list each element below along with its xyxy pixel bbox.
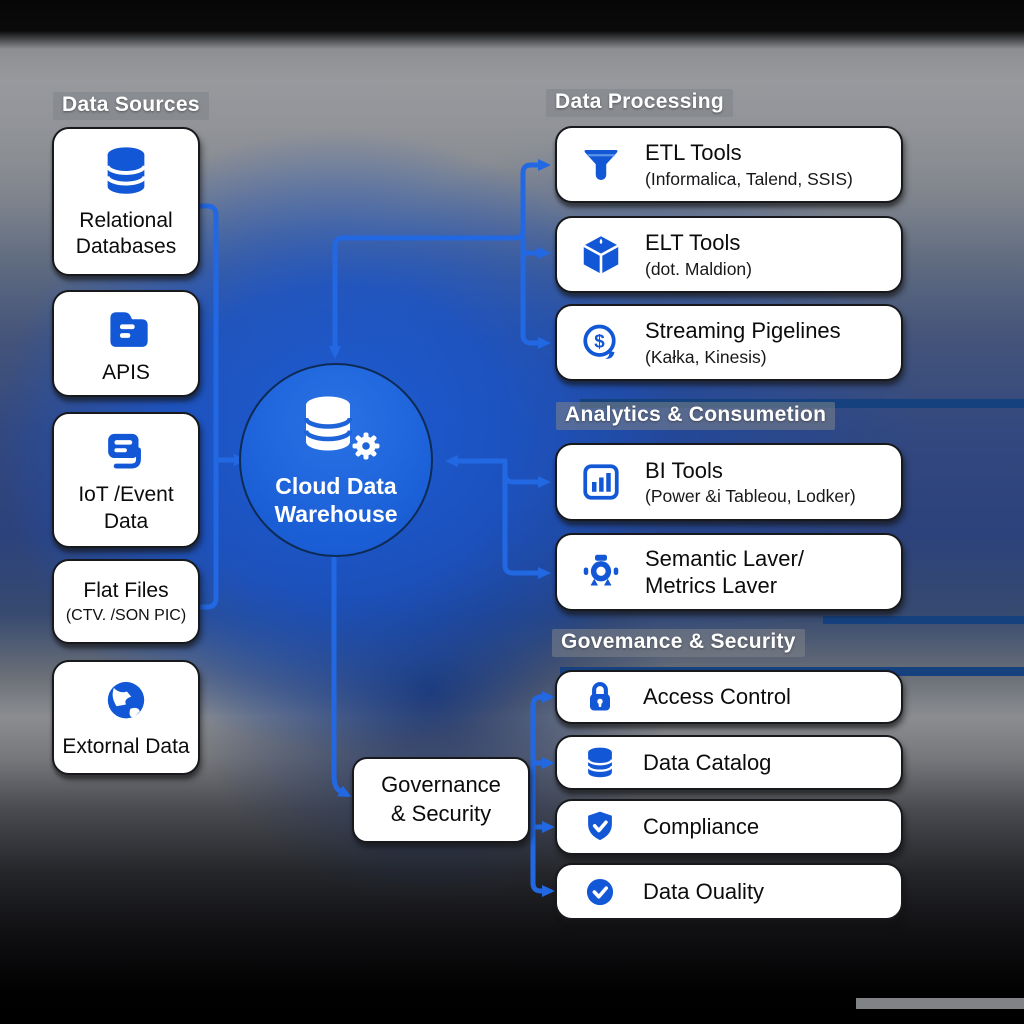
governance-box-access-control: Access Control [555, 670, 903, 724]
processing-to-warehouse-arrow [329, 235, 346, 359]
governance-box-data-catalog: Data Catalog [555, 735, 903, 790]
iot-device-icon [108, 434, 141, 469]
database-icon [105, 147, 147, 194]
check-circle-icon [586, 878, 614, 905]
box-title: BI Tools [645, 457, 723, 483]
analytics-box-bi-tools: BI Tools (Power &i Tableou, Lodker) [555, 443, 903, 521]
processing-box-elt: ELT Tools (dot. Maldion) [555, 216, 903, 293]
warehouse-to-governance-arrow [331, 555, 352, 797]
bi-branch-arrow [502, 458, 551, 488]
source-box-apis: APIS [52, 290, 200, 397]
governance-box-data-quality: Data Ouality [555, 863, 903, 920]
governance-trunk-line [530, 691, 555, 886]
gray-streak [856, 998, 1024, 1009]
streaming-branch-arrow [520, 235, 551, 349]
source-label: Flat Files [83, 578, 169, 602]
data-quality-branch-arrow [530, 880, 555, 897]
processing-box-etl: ETL Tools (Informalica, Talend, SSIS) [555, 126, 903, 203]
box-title: ETL Tools [645, 140, 742, 166]
streaming-chat-icon: $ [583, 324, 616, 359]
source-box-relational-databases: Relational Databases [52, 127, 200, 276]
box-subtitle: (dot. Maldion) [645, 258, 752, 279]
data-processing-header: Data Processing [546, 89, 734, 117]
data-sources-header: Data Sources [53, 92, 209, 120]
source-sublabel: (CTV. /SON PIC) [65, 607, 187, 625]
left-trunk-line [194, 203, 219, 610]
svg-text:$: $ [594, 330, 605, 351]
semantic-branch-arrow [502, 458, 551, 579]
box-subtitle: (Informalica, Talend, SSIS) [645, 168, 853, 189]
box-title: Compliance [643, 814, 760, 840]
semantic-layer-icon [583, 554, 619, 586]
navy-streak [823, 616, 1024, 624]
source-label: Relational Databases [75, 208, 177, 258]
bar-chart-icon [583, 464, 619, 500]
lock-icon [590, 682, 610, 711]
source-label: IoT /Event Data [78, 483, 174, 533]
warehouse-label: Cloud Data Warehouse [274, 472, 398, 527]
hub-label: Governance & Security [381, 772, 501, 826]
governance-box-compliance: Compliance [555, 799, 903, 855]
folder-icon [110, 312, 148, 347]
processing-horizontal-line [340, 159, 551, 241]
database-icon [586, 747, 614, 777]
cube-icon [583, 235, 619, 274]
box-title: Data Ouality [643, 878, 765, 904]
database-gear-icon [303, 396, 380, 460]
analytics-header: Analytics & Consumetion [556, 402, 836, 430]
globe-icon [107, 681, 145, 719]
box-title: Access Control [643, 684, 791, 710]
processing-box-streaming: $ Streaming Pigelines (Kałka, Kinesis) [555, 304, 903, 381]
governance-header: Govemance & Security [552, 629, 805, 657]
box-title: Streaming Pigelines [645, 318, 841, 344]
box-subtitle: (Power &i Tableou, Lodker) [645, 486, 856, 507]
box-subtitle: (Kałka, Kinesis) [645, 346, 767, 367]
source-box-iot-event-data: IoT /Event Data [52, 412, 200, 548]
source-box-flat-files: Flat Files (CTV. /SON PIC) [52, 559, 200, 644]
box-title: Data Catalog [643, 749, 772, 775]
analytics-box-semantic-layer: Semantic Laver/ Metrics Laver [555, 533, 903, 611]
cloud-data-warehouse-node: Cloud Data Warehouse [239, 363, 433, 557]
box-title: Semantic Laver/ Metrics Laver [645, 545, 804, 599]
shield-check-icon [588, 811, 612, 841]
source-box-external-data: Extornal Data [52, 660, 200, 775]
source-label: Extornal Data [62, 734, 190, 758]
source-label: APIS [102, 360, 150, 384]
governance-security-hub: Governance & Security [352, 757, 530, 843]
box-title: ELT Tools [645, 230, 741, 256]
funnel-icon [584, 149, 618, 180]
